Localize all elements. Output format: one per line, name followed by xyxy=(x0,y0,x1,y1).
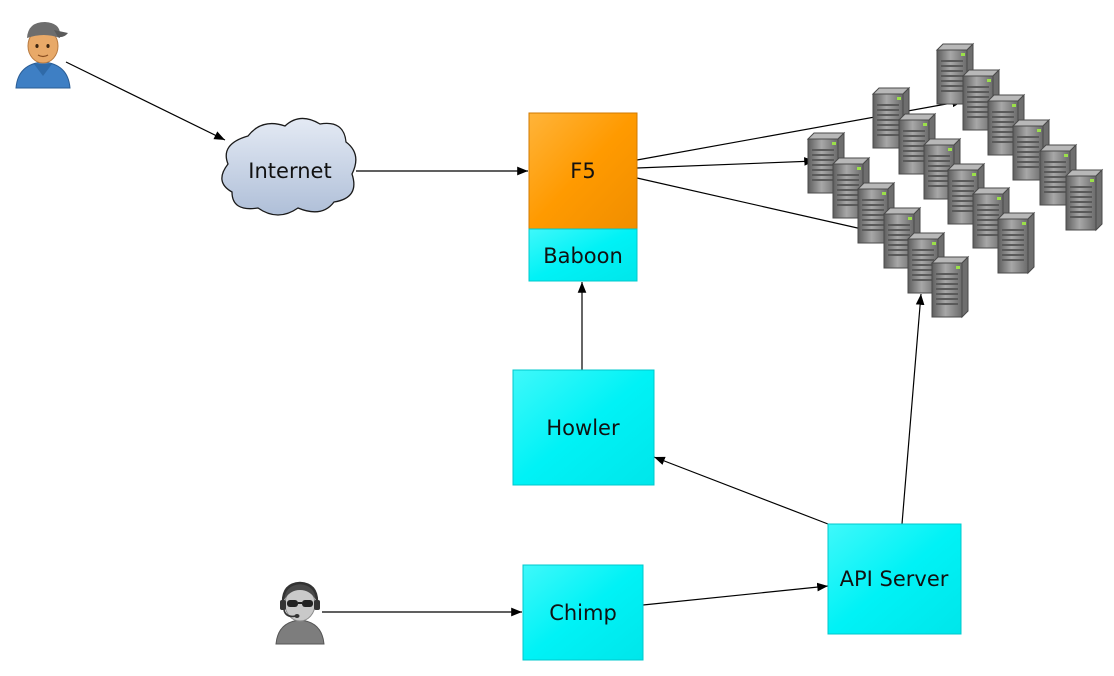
edge-api-to-howler xyxy=(653,456,829,525)
howler-label: Howler xyxy=(546,416,620,440)
api-server-label: API Server xyxy=(840,567,949,591)
internet-label: Internet xyxy=(248,159,331,183)
connectors xyxy=(65,61,964,617)
chimp-label: Chimp xyxy=(549,601,617,625)
api-server-box: API Server xyxy=(827,523,962,635)
server-tower-icon xyxy=(1065,169,1103,231)
chimp-box: Chimp xyxy=(522,564,644,661)
edge-chimp-to-api xyxy=(642,582,829,606)
server-farm xyxy=(807,43,1103,318)
edge-f5-to-servers-bottom xyxy=(636,177,885,236)
howler-box: Howler xyxy=(512,369,655,486)
baboon-label: Baboon xyxy=(543,244,623,268)
operator-with-headset-icon xyxy=(275,581,325,645)
f5-load-balancer: F5 xyxy=(528,112,638,230)
edge-f5-to-servers-mid xyxy=(636,157,816,169)
server-tower-icon xyxy=(997,212,1035,274)
user-icon xyxy=(15,22,71,89)
server-tower-icon xyxy=(931,256,969,318)
f5-label: F5 xyxy=(570,159,595,183)
edge-user-to-internet xyxy=(65,61,226,141)
edge-api-to-servers xyxy=(901,293,925,525)
internet-cloud: Internet xyxy=(221,117,357,216)
cloud-icon xyxy=(221,117,357,216)
baboon-box: Baboon xyxy=(528,228,638,282)
